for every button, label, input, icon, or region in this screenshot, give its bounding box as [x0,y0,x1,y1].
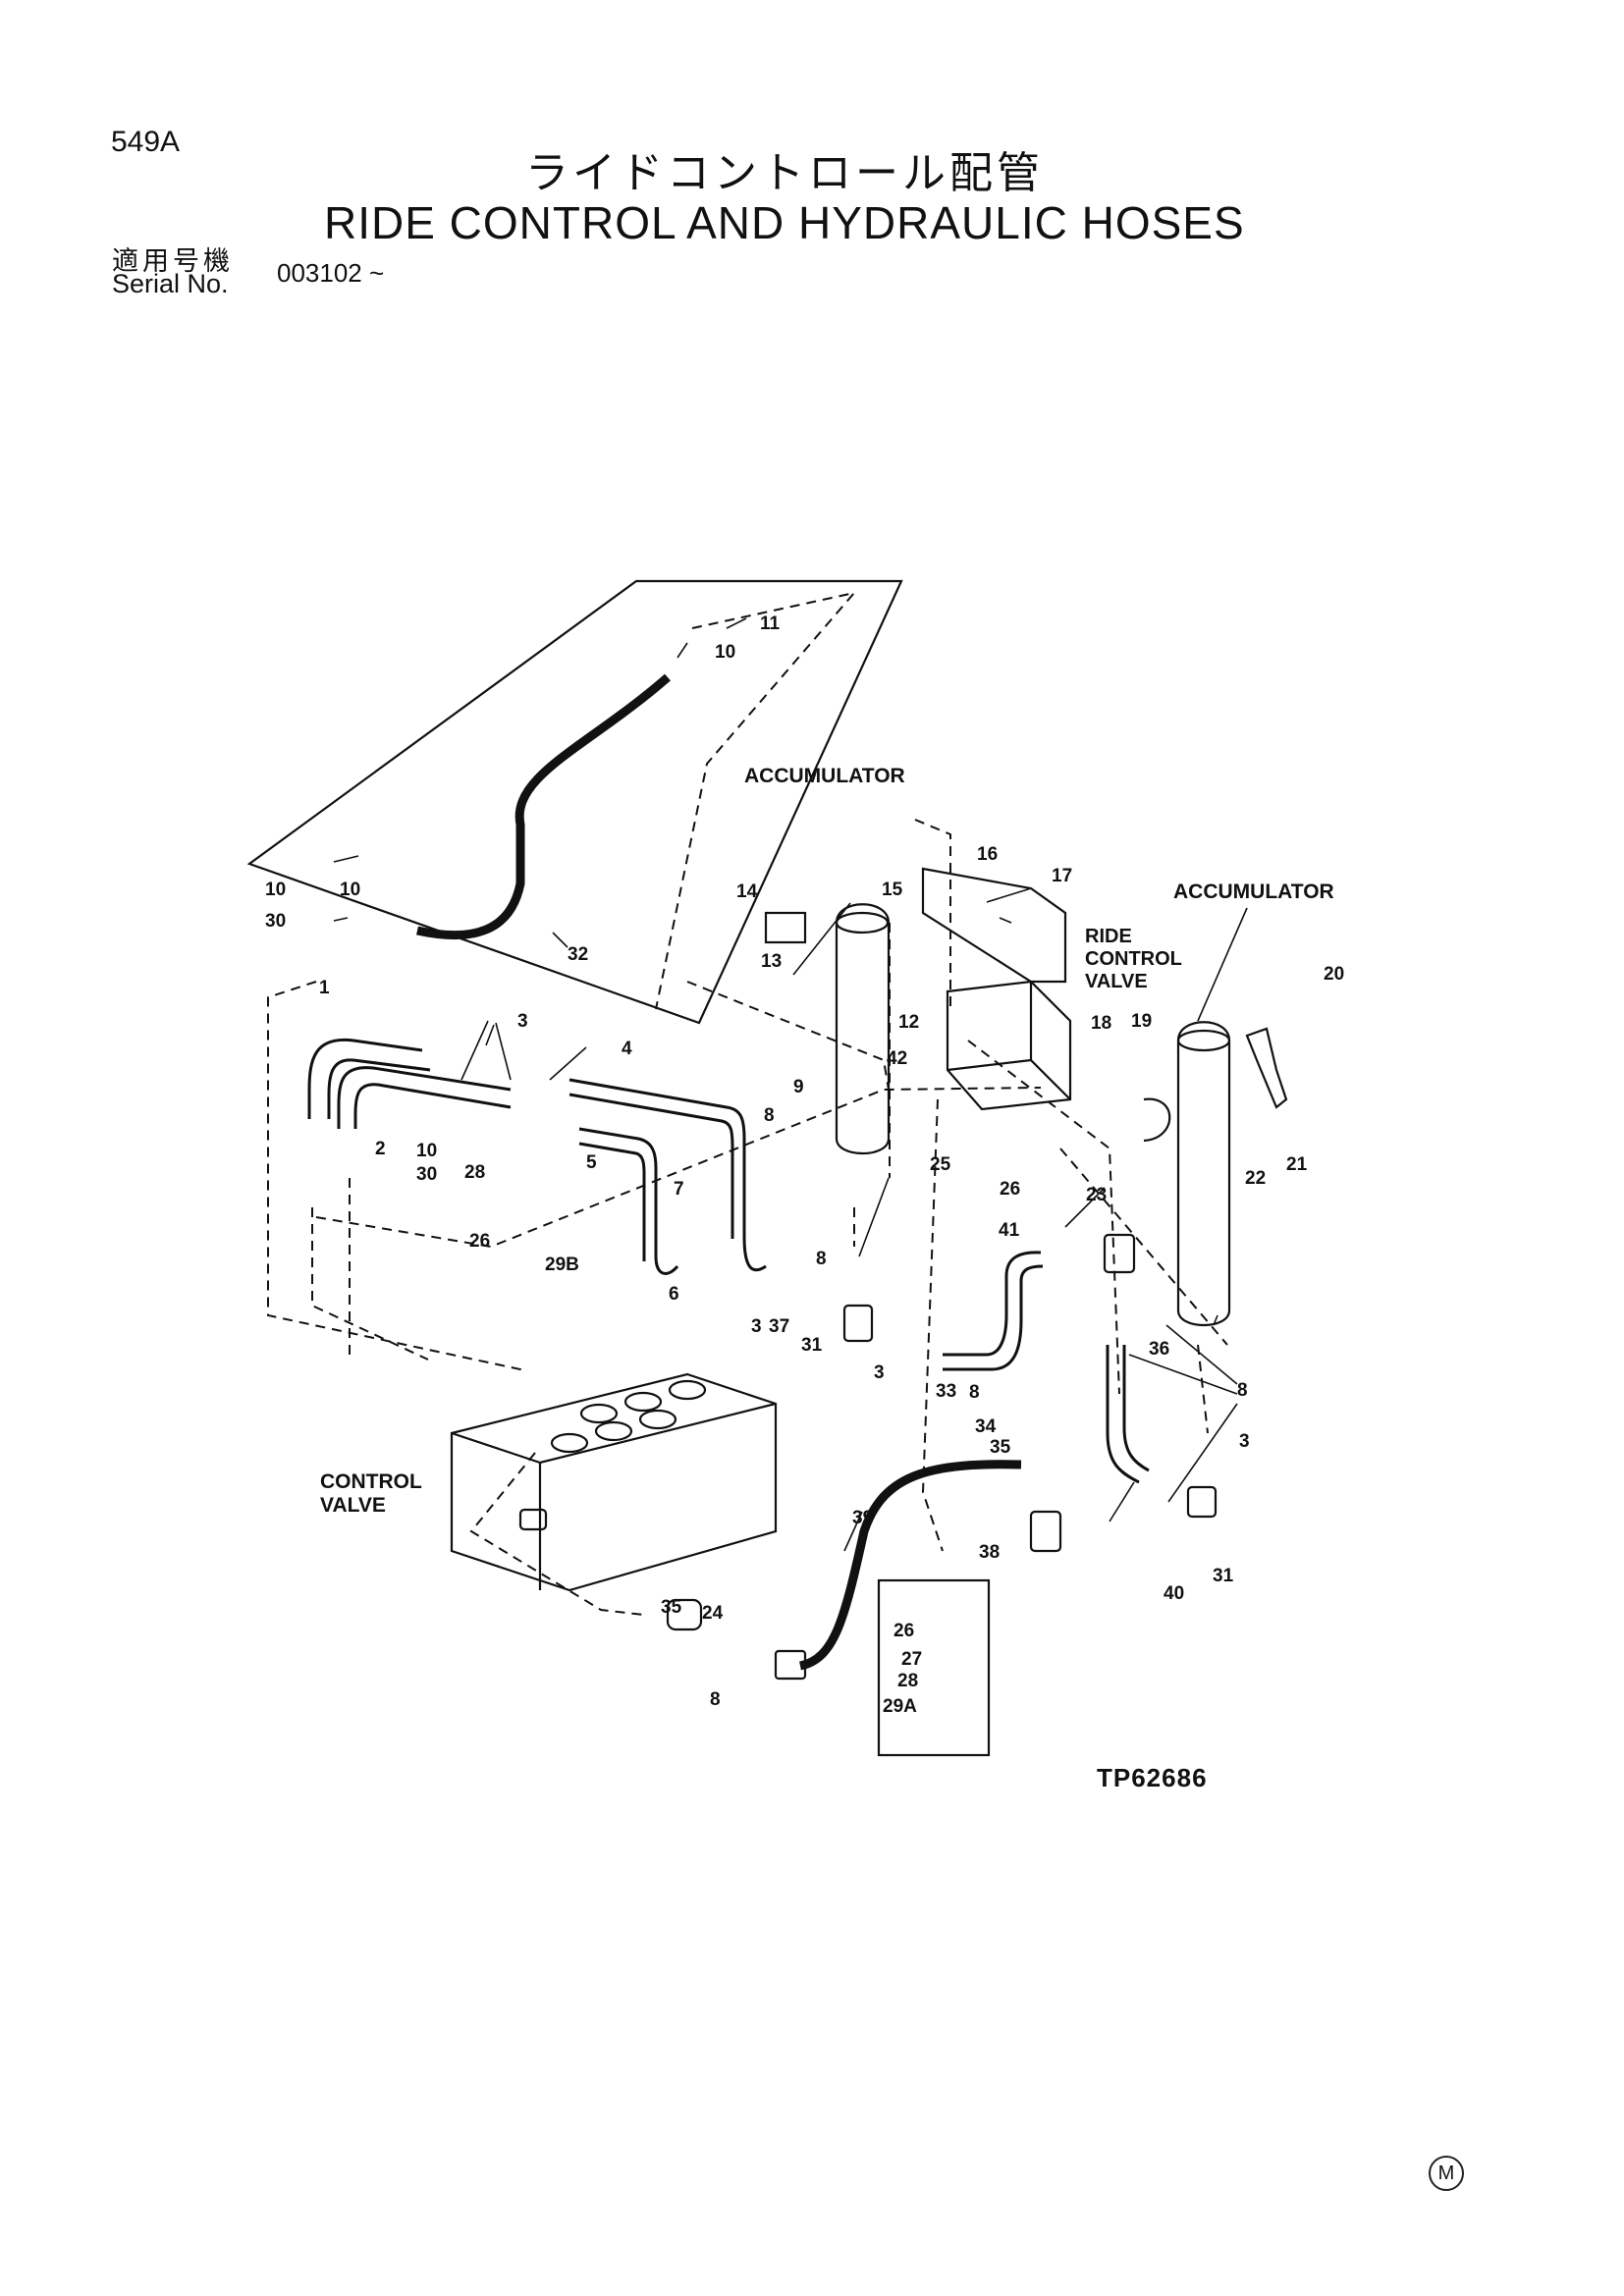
callout: 2 [375,1139,386,1159]
part-38 [1029,1510,1062,1553]
callout: 26 [1000,1179,1020,1200]
callout: 15 [882,880,903,900]
pipe-33 [943,1251,1044,1371]
callout: 29A [883,1696,917,1717]
bracket-17 [921,867,1067,984]
callout: 10 [340,880,360,900]
callout: 29B [545,1255,579,1275]
label-control: CONTROL [1085,948,1182,970]
title-japanese: ライドコントロール配管 [525,148,1044,198]
label-accumulator-right: ACCUMULATOR [1173,881,1334,903]
callout: 21 [1286,1154,1308,1175]
callout: 27 [901,1649,922,1670]
bracket-22 [1245,1027,1288,1109]
page-number: 549A [111,126,181,158]
callout: 25 [930,1154,951,1175]
callout: 24 [702,1603,724,1624]
callout: 32 [568,944,588,965]
callout: 30 [416,1164,437,1185]
callout: 10 [265,880,286,900]
accumulator-left [835,903,891,1155]
hose-39 [798,1460,1022,1671]
callout: 3 [517,1011,528,1032]
callout: 39 [852,1508,873,1528]
callout: 8 [969,1382,980,1403]
callout: 8 [1237,1380,1248,1401]
callout: 3 [874,1362,885,1383]
callout: 22 [1245,1168,1266,1189]
callout: 35 [661,1597,682,1618]
callout: 9 [793,1077,804,1097]
callout: 33 [936,1381,956,1402]
callout: 7 [674,1179,684,1200]
control-valve-ports [550,1379,707,1454]
ride-control-valve [946,980,1072,1111]
callout: 14 [736,881,758,902]
callout: 11 [760,614,781,634]
callout: 16 [977,844,998,865]
callout: 37 [769,1316,789,1337]
callout: 38 [979,1542,1000,1563]
callout: 10 [715,642,735,663]
callout: 3 [1239,1431,1250,1452]
callout: 42 [887,1048,907,1069]
mark-badge: M [1429,2156,1464,2191]
label-ride: RIDE [1085,926,1132,947]
pipe-40 [1106,1345,1150,1484]
pipe-4 [568,1078,767,1272]
title-english: RIDE CONTROL AND HYDRAULIC HOSES [324,197,1245,248]
callout: 4 [622,1039,632,1059]
label-valve: VALVE [1085,971,1148,992]
cab-panel [246,579,903,1025]
serial-value: 003102 ~ [277,258,385,288]
control-valve [450,1372,778,1592]
callout: 34 [975,1416,997,1437]
label-control-valve-1: CONTROL [320,1470,422,1493]
callout: 5 [586,1152,597,1173]
callout: 10 [416,1141,437,1161]
figure-code: TP62686 [1097,1763,1208,1792]
callout: 28 [464,1162,485,1183]
label-accumulator-left: ACCUMULATOR [744,765,905,787]
pipe-5 [578,1127,679,1275]
label-control-valve-2: VALVE [320,1494,386,1517]
serial-label-english: Serial No. [112,269,229,298]
callout: 8 [764,1105,775,1126]
callout: 17 [1052,866,1072,886]
callout: 35 [990,1437,1011,1458]
callout: 31 [801,1335,823,1356]
callout: 26 [893,1621,914,1641]
pipe-2 [337,1066,512,1129]
callout: 8 [710,1689,721,1710]
callout: 26 [469,1231,490,1252]
callout: 1 [319,978,330,998]
callout: 8 [816,1249,827,1269]
pipe-1 [307,1038,431,1119]
inset-box [877,1578,991,1757]
hose-32 [416,673,671,940]
callout: 41 [999,1220,1020,1241]
callout: 31 [1213,1566,1234,1586]
clamp-19 [1143,1097,1171,1143]
callout: 40 [1164,1583,1184,1604]
callout: 28 [897,1671,918,1691]
callout: 12 [898,1012,919,1033]
callout: 13 [761,951,782,972]
callout: 23 [1086,1185,1107,1205]
serial-label-japanese: 適用号機 [112,246,234,277]
callout: 20 [1324,964,1344,985]
callout: 3 [751,1316,762,1337]
callout: 30 [265,911,286,932]
callout: 18 [1091,1013,1111,1034]
accumulator-right [1176,1021,1231,1327]
callout: 19 [1131,1011,1152,1032]
callout: 6 [669,1284,679,1305]
callout: 36 [1149,1339,1169,1360]
